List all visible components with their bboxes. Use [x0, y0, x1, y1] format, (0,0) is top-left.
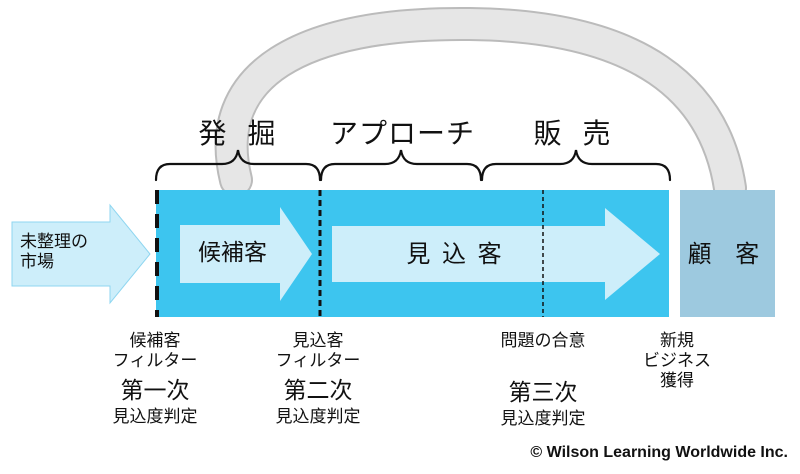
checkpoint-3-level: 第三次 — [508, 380, 578, 406]
brace-approach — [319, 149, 483, 182]
checkpoint-2-judgement: 見込度判定 — [275, 407, 361, 427]
copyright-notice: © Wilson Learning Worldwide Inc. — [530, 444, 788, 461]
candidate-arrow — [180, 207, 312, 301]
checkpoint-2-filter: 見込客 フィルター — [275, 331, 361, 372]
customer-box — [680, 190, 775, 317]
checkpoint-3-judgement: 見込度判定 — [500, 409, 586, 429]
checkpoint-3-filter: 問題の合意 — [500, 331, 586, 351]
checkpoint-1-level: 第一次 — [120, 378, 190, 404]
return-arrow — [214, 6, 747, 205]
checkpoint-1-filter: 候補客 フィルター — [112, 331, 198, 372]
stage-candidate-label: 候補客 — [198, 240, 267, 266]
phase-approach-label: アプローチ — [329, 117, 475, 150]
checkpoint-2-level: 第二次 — [283, 378, 353, 404]
phase-discovery-label: 発 掘 — [198, 117, 282, 150]
brace-discovery — [154, 149, 322, 182]
phase-sales-label: 販 売 — [533, 117, 617, 150]
prospect-arrow — [332, 208, 660, 300]
brace-sales — [480, 149, 672, 182]
stage-prospect-label: 見 込 客 — [406, 240, 504, 268]
checkpoint-4-result: 新規 ビジネス 獲得 — [643, 331, 711, 392]
checkpoint-1-judgement: 見込度判定 — [112, 407, 198, 427]
stage-market-label: 未整理の 市場 — [20, 232, 88, 273]
market-arrow — [11, 203, 151, 305]
stage-customer-label: 顧 客 — [687, 240, 768, 268]
